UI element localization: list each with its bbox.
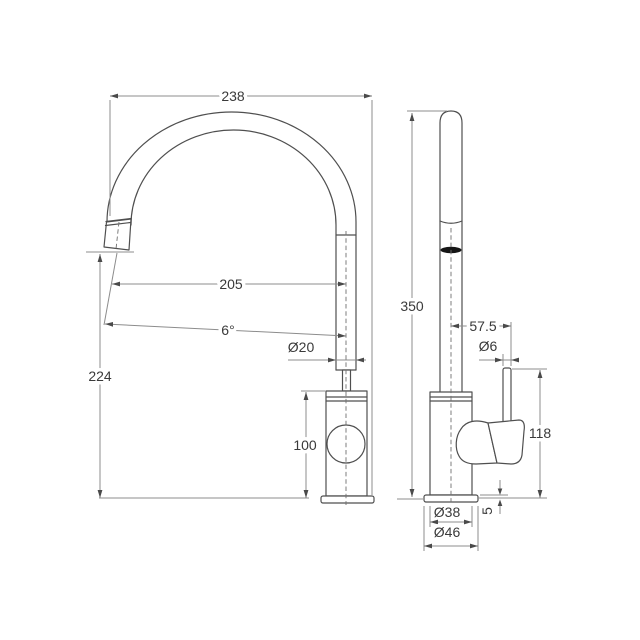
dim-base-plate-height: 5 bbox=[476, 480, 508, 518]
dim-label-d46: Ø46 bbox=[434, 524, 461, 540]
dim-label-57-5: 57.5 bbox=[469, 318, 496, 334]
spout-arc-outer bbox=[106, 111, 357, 371]
dim-label-224: 224 bbox=[88, 368, 112, 384]
dim-base-diameter: Ø46 bbox=[423, 506, 479, 551]
neck-pin bbox=[341, 369, 352, 392]
right-view-front-profile: 350 57.5 Ø6 118 bbox=[397, 110, 555, 551]
spout-tip-seam-2 bbox=[104, 221, 132, 227]
base-plate-side bbox=[320, 495, 375, 504]
handle-rod bbox=[502, 367, 512, 426]
dim-body-diameter: Ø38 bbox=[429, 501, 473, 527]
dim-outlet-height: 224 bbox=[85, 251, 309, 499]
handle-lever bbox=[487, 419, 525, 465]
spout-arc-inner bbox=[130, 129, 337, 371]
dim-label-100: 100 bbox=[293, 437, 317, 453]
spout-tip-centerline bbox=[115, 221, 120, 250]
dim-rod-diameter: Ø6 bbox=[475, 335, 519, 366]
dim-overall-width: 238 bbox=[109, 85, 373, 495]
dim-label-350: 350 bbox=[400, 298, 424, 314]
tube-seam-front bbox=[439, 220, 463, 224]
dim-label-d20: Ø20 bbox=[288, 339, 315, 355]
dim-tube-diameter: Ø20 bbox=[284, 336, 366, 363]
dim-label-6deg: 6° bbox=[221, 322, 234, 338]
dim-handle-offset: 57.5 bbox=[451, 315, 512, 357]
dim-label-d38: Ø38 bbox=[434, 504, 461, 520]
dim-label-5: 5 bbox=[479, 507, 495, 515]
dim-handle-height: 118 bbox=[478, 368, 555, 499]
handle-joint bbox=[455, 420, 498, 465]
left-view-side-profile: 238 224 205 6° Ø20 bbox=[85, 85, 375, 505]
dim-overall-height: 350 bbox=[397, 110, 447, 500]
spout-tip-seam-1 bbox=[105, 217, 132, 223]
dim-body-height: 100 bbox=[290, 390, 325, 498]
dim-label-205: 205 bbox=[219, 276, 243, 292]
dim-label-118: 118 bbox=[529, 425, 552, 441]
dim-label-238: 238 bbox=[221, 88, 245, 104]
dim-spout-reach: 205 bbox=[103, 252, 346, 326]
dim-label-d6: Ø6 bbox=[479, 338, 498, 354]
dim-spout-angle: 6° bbox=[104, 319, 347, 342]
